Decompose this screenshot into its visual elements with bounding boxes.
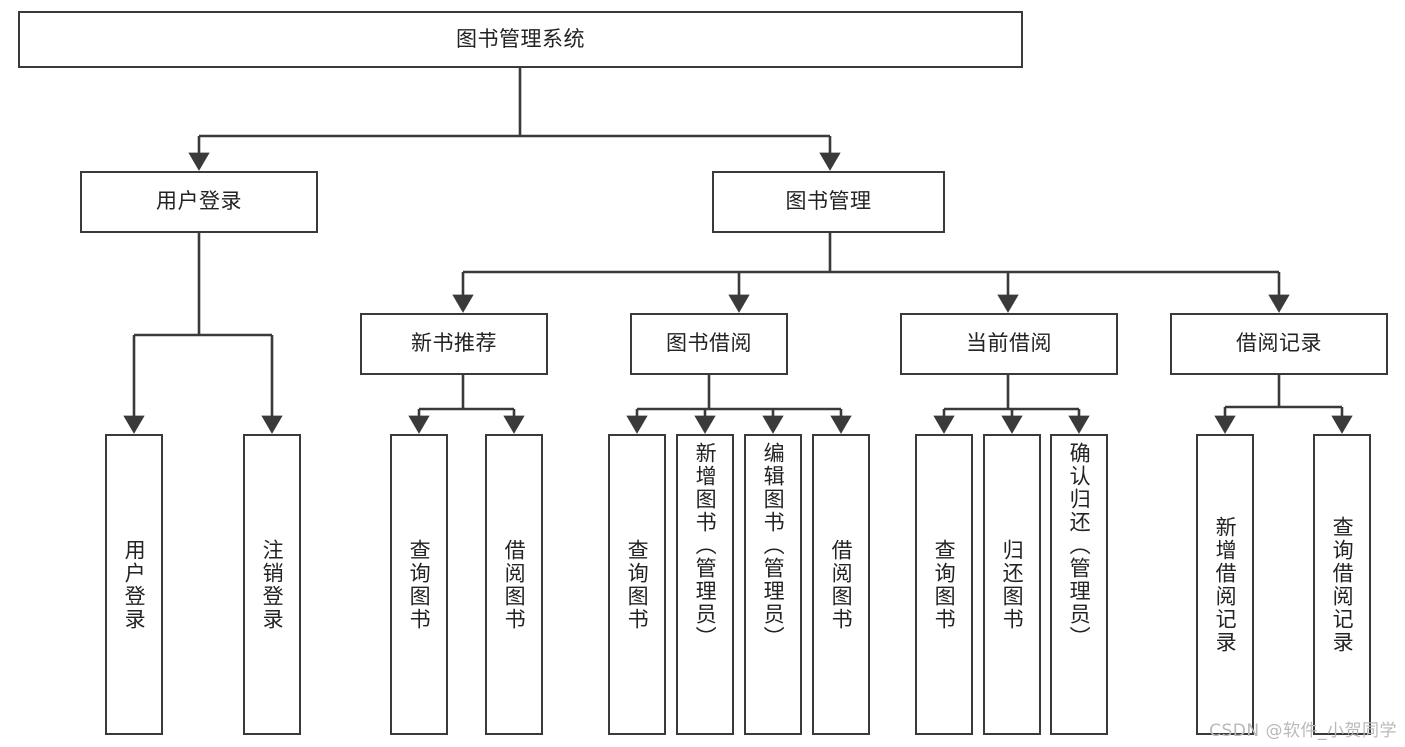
node-current-borrow-label: 当前借阅 xyxy=(966,331,1052,356)
node-leaf-query-record-label: 查询借阅记录 xyxy=(1330,515,1355,654)
node-leaf-edit-book-label: 编辑图书（管理员） xyxy=(761,442,786,649)
node-borrow-record[interactable]: 借阅记录 xyxy=(1170,313,1388,375)
node-leaf-return-book-label: 归还图书 xyxy=(1000,538,1025,631)
node-root-label: 图书管理系统 xyxy=(456,26,585,51)
node-leaf-query-book-2-label: 查询图书 xyxy=(625,538,650,631)
node-leaf-borrow-book-1[interactable]: 借阅图书 xyxy=(485,434,543,735)
node-leaf-user-login[interactable]: 用户登录 xyxy=(105,434,163,735)
node-leaf-add-record-label: 新增借阅记录 xyxy=(1213,515,1238,654)
csdn-watermark: CSDN @软件_小贺同学 xyxy=(1209,721,1397,741)
node-leaf-add-book[interactable]: 新增图书（管理员） xyxy=(676,434,734,735)
node-leaf-confirm-return-label: 确认归还（管理员） xyxy=(1067,442,1092,649)
node-new-book-recommend[interactable]: 新书推荐 xyxy=(360,313,548,375)
node-leaf-query-book-1-label: 查询图书 xyxy=(407,538,432,631)
node-new-book-recommend-label: 新书推荐 xyxy=(411,331,497,356)
node-leaf-query-book-2[interactable]: 查询图书 xyxy=(608,434,666,735)
node-leaf-query-record[interactable]: 查询借阅记录 xyxy=(1313,434,1371,735)
node-leaf-query-book-1[interactable]: 查询图书 xyxy=(390,434,448,735)
node-leaf-borrow-book-2[interactable]: 借阅图书 xyxy=(812,434,870,735)
node-book-borrow[interactable]: 图书借阅 xyxy=(630,313,788,375)
node-leaf-borrow-book-2-label: 借阅图书 xyxy=(829,538,854,631)
node-leaf-add-book-label: 新增图书（管理员） xyxy=(693,442,718,649)
node-borrow-record-label: 借阅记录 xyxy=(1236,331,1322,356)
node-book-borrow-label: 图书借阅 xyxy=(666,331,752,356)
node-leaf-logout-label: 注销登录 xyxy=(260,538,285,631)
node-leaf-query-book-3-label: 查询图书 xyxy=(932,538,957,631)
node-current-borrow[interactable]: 当前借阅 xyxy=(900,313,1118,375)
node-user-login[interactable]: 用户登录 xyxy=(80,171,318,233)
node-leaf-query-book-3[interactable]: 查询图书 xyxy=(915,434,973,735)
node-root[interactable]: 图书管理系统 xyxy=(18,11,1023,68)
node-user-login-label: 用户登录 xyxy=(156,189,242,214)
node-leaf-return-book[interactable]: 归还图书 xyxy=(983,434,1041,735)
node-leaf-borrow-book-1-label: 借阅图书 xyxy=(502,538,527,631)
node-leaf-edit-book[interactable]: 编辑图书（管理员） xyxy=(744,434,802,735)
node-book-manage[interactable]: 图书管理 xyxy=(712,171,945,233)
node-book-manage-label: 图书管理 xyxy=(785,189,872,214)
node-leaf-add-record[interactable]: 新增借阅记录 xyxy=(1196,434,1254,735)
node-leaf-confirm-return[interactable]: 确认归还（管理员） xyxy=(1050,434,1108,735)
node-leaf-logout[interactable]: 注销登录 xyxy=(243,434,301,735)
node-leaf-user-login-label: 用户登录 xyxy=(122,538,147,631)
